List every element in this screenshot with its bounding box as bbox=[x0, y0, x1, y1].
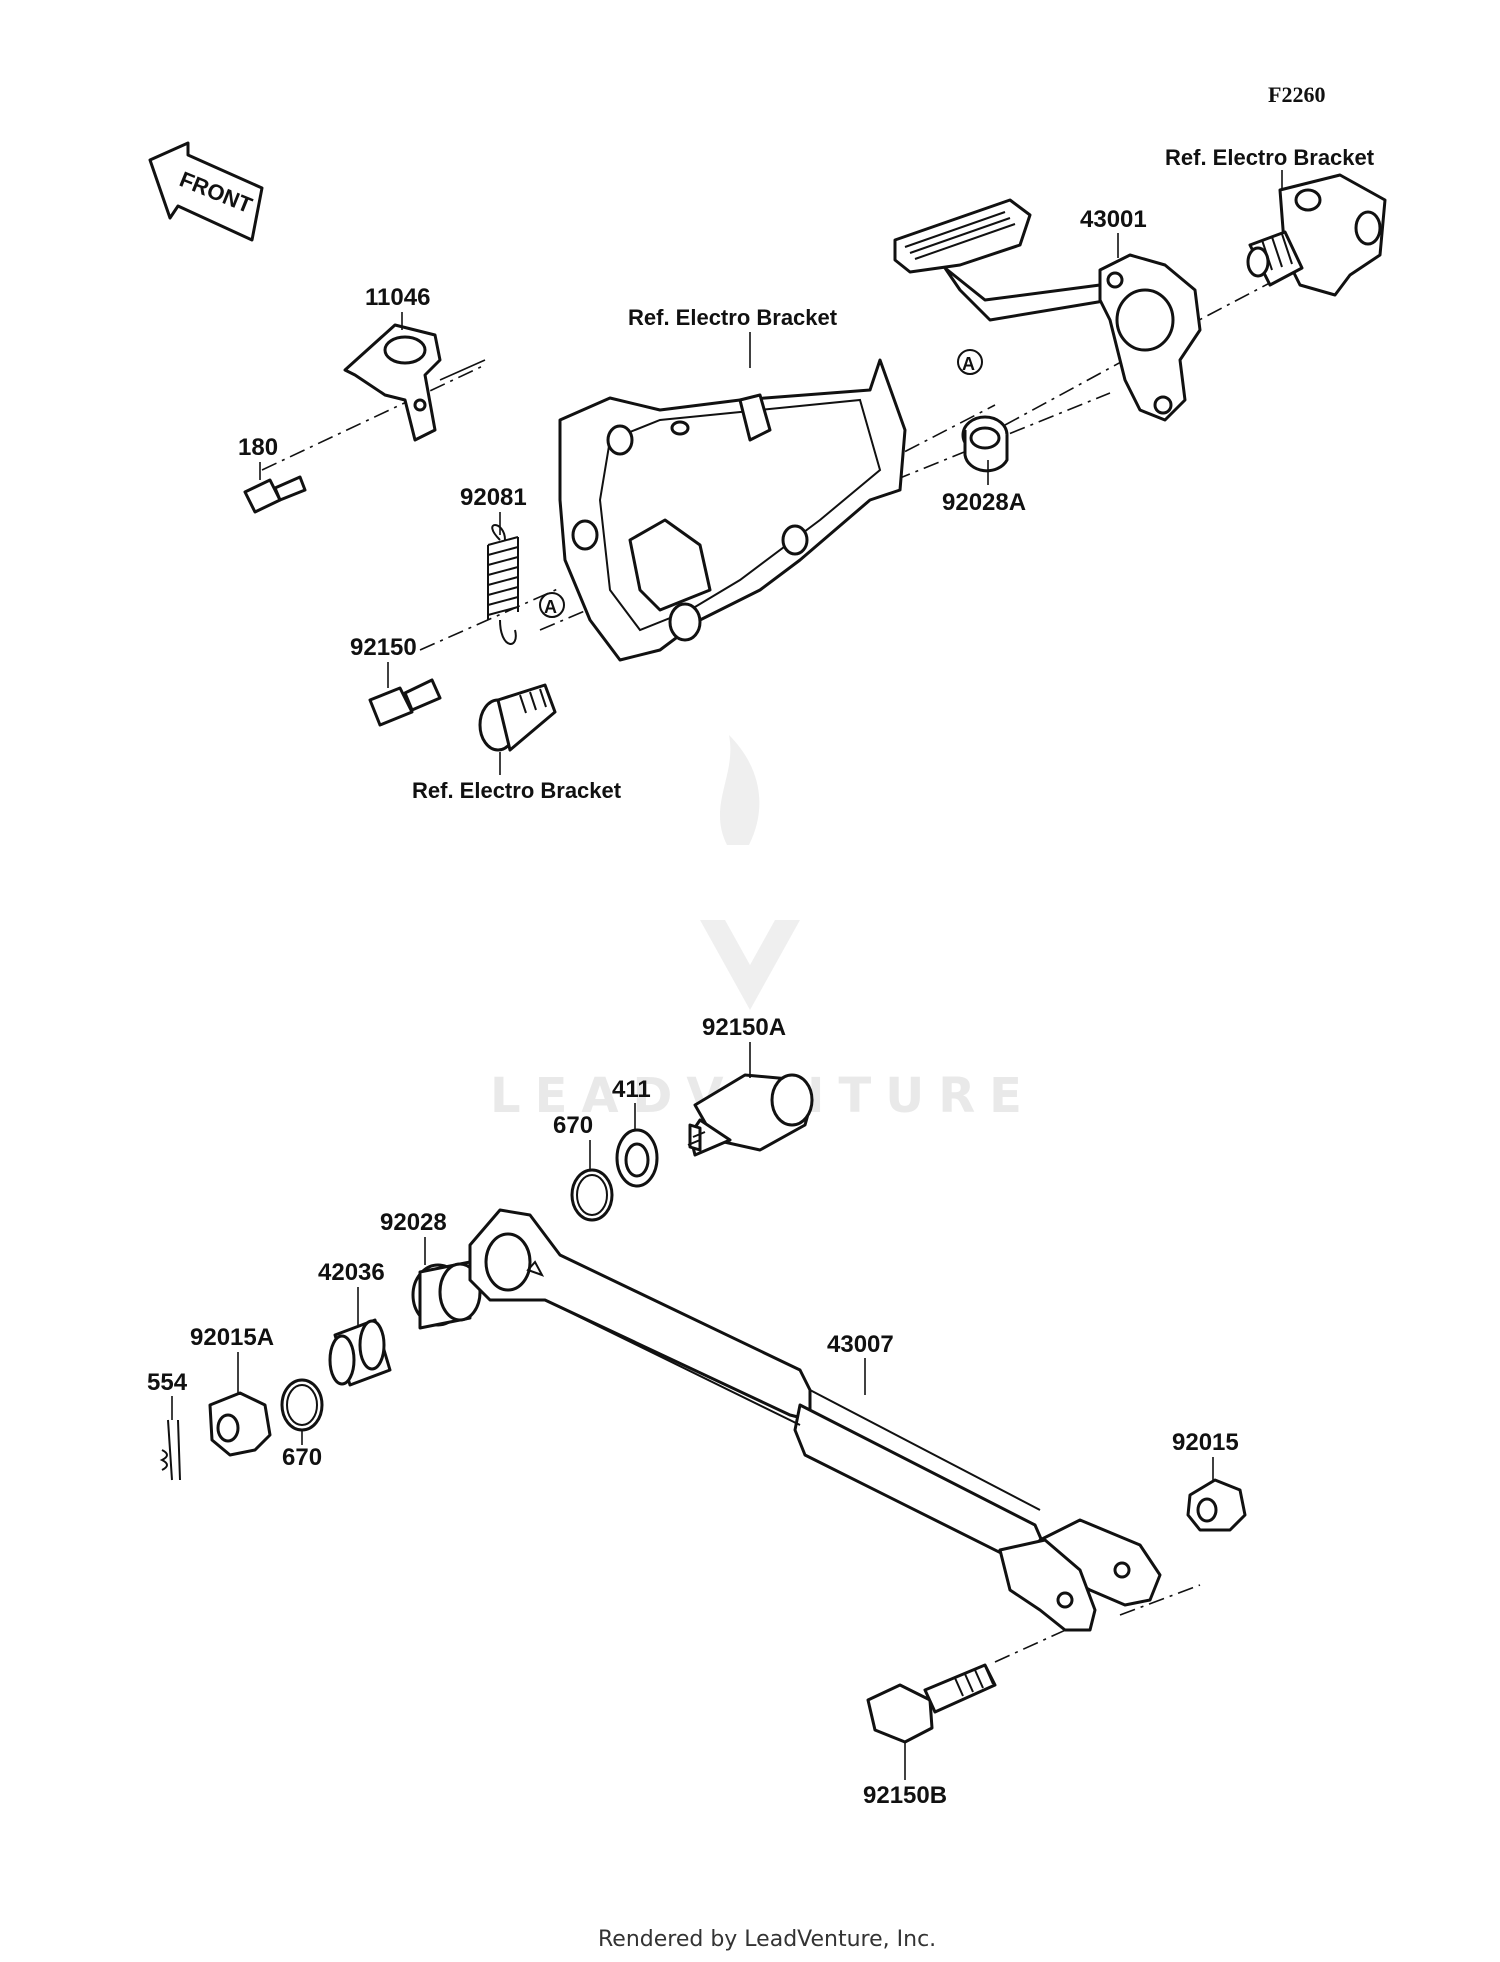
footer-rendered-by: Rendered by LeadVenture, Inc. bbox=[598, 1927, 936, 1952]
label-43007: 43007 bbox=[827, 1331, 894, 1358]
label-92150: 92150 bbox=[350, 634, 417, 661]
label-92028A: 92028A bbox=[942, 489, 1026, 516]
collar-42036 bbox=[328, 1318, 392, 1387]
cotter-pin-554 bbox=[159, 1419, 181, 1481]
label-411: 411 bbox=[612, 1076, 651, 1103]
ref-label-top-right: Ref. Electro Bracket bbox=[1165, 145, 1375, 170]
washer-411 bbox=[615, 1128, 659, 1188]
diagram-code: F2260 bbox=[1268, 82, 1325, 107]
label-42036: 42036 bbox=[318, 1259, 385, 1286]
label-92081: 92081 bbox=[460, 484, 527, 511]
ref-label-bottom-left: Ref. Electro Bracket bbox=[412, 778, 622, 803]
bolt-92150B bbox=[866, 1663, 997, 1744]
label-92015: 92015 bbox=[1172, 1429, 1239, 1456]
bushing-92028A bbox=[961, 415, 1009, 473]
front-direction-arrow: FRONT bbox=[148, 141, 264, 242]
pivot-shaft-lower bbox=[478, 683, 557, 752]
svg-text:A: A bbox=[962, 354, 975, 374]
brake-pedal-43001 bbox=[893, 198, 1202, 422]
ref-label-top-center: Ref. Electro Bracket bbox=[628, 305, 838, 330]
callout-A-top: A bbox=[957, 349, 983, 375]
ring-670-lower bbox=[280, 1378, 324, 1432]
label-43001: 43001 bbox=[1080, 206, 1147, 233]
label-670-lower: 670 bbox=[282, 1444, 322, 1471]
label-92015A: 92015A bbox=[190, 1324, 274, 1351]
bolt-92150 bbox=[368, 678, 442, 727]
clip-11046 bbox=[343, 323, 442, 442]
spring-92081 bbox=[487, 524, 519, 645]
ring-670-upper bbox=[570, 1168, 614, 1222]
label-92150B: 92150B bbox=[863, 1782, 947, 1809]
label-11046: 11046 bbox=[365, 284, 430, 311]
nut-92015 bbox=[1186, 1478, 1247, 1532]
label-180: 180 bbox=[238, 434, 278, 461]
callout-A-spring: A bbox=[539, 592, 565, 618]
svg-text:A: A bbox=[544, 597, 557, 617]
bushing-92028 bbox=[411, 1260, 482, 1330]
pivot-bracket-top-right bbox=[1246, 173, 1387, 297]
label-554: 554 bbox=[147, 1369, 188, 1396]
bolt-180 bbox=[243, 475, 307, 514]
electro-bracket-plate bbox=[558, 358, 907, 662]
label-92028: 92028 bbox=[380, 1209, 447, 1236]
bolt-92150A bbox=[687, 1073, 814, 1157]
label-670-upper: 670 bbox=[553, 1112, 593, 1139]
label-92150A: 92150A bbox=[702, 1014, 786, 1041]
nut-92015A bbox=[208, 1391, 272, 1457]
brake-rod-43007 bbox=[468, 1208, 1162, 1632]
